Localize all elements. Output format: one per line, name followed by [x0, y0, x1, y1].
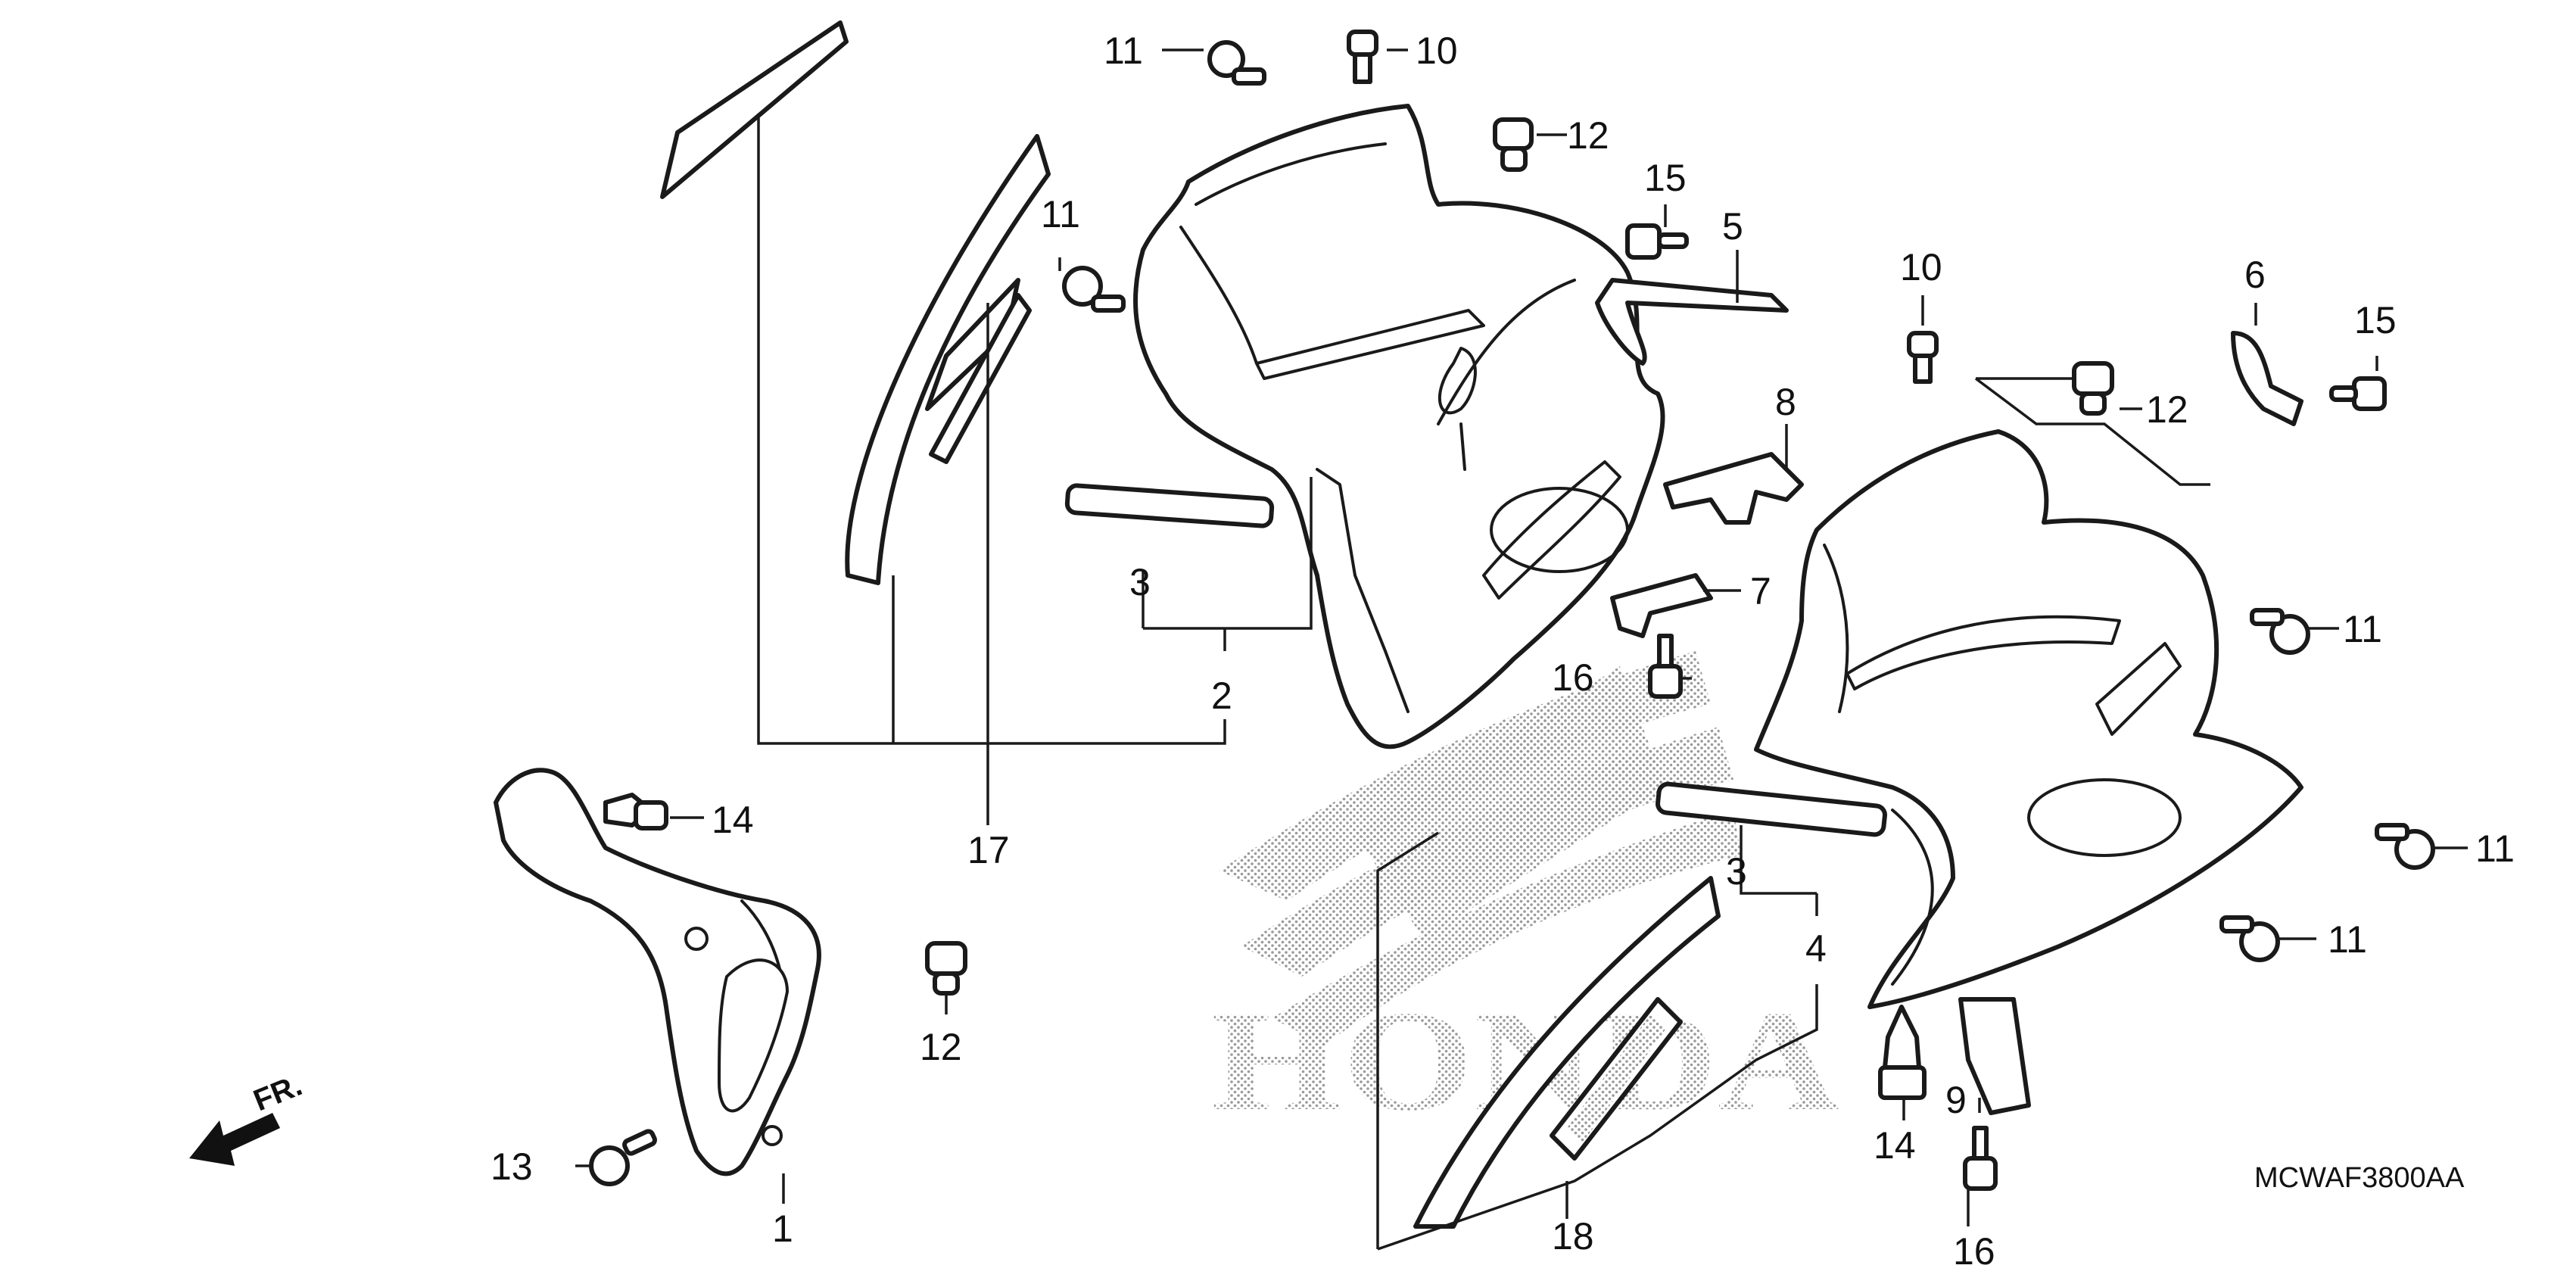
callout-10-top: 10: [1416, 30, 1458, 72]
callout-16-mid: 16: [1552, 656, 1594, 699]
clip-14-bottom: [1878, 1005, 1927, 1100]
front-arrow-icon: FR.: [189, 1068, 307, 1166]
callout-4: 4: [1805, 927, 1827, 970]
clip-16-bottom: [1963, 1126, 1998, 1191]
bracket-7: [1610, 573, 1713, 638]
clip-14-left: [603, 793, 668, 830]
callout-11-right-2: 11: [2475, 827, 2515, 870]
callout-11-right-1: 11: [2343, 608, 2382, 650]
callout-10-right: 10: [1900, 246, 1942, 288]
inner-panel-1: [494, 768, 821, 1176]
inner-cowl-2: [1133, 104, 1665, 749]
bolt-11-top: [1207, 40, 1266, 86]
bolt-11-right-3: [2219, 915, 2280, 962]
callout-15-top: 15: [1644, 157, 1687, 199]
callout-12-right: 12: [2146, 388, 2188, 431]
callout-13: 13: [491, 1145, 533, 1188]
bolt-11-right-1: [2250, 608, 2310, 655]
callout-11-mid-left: 11: [1041, 193, 1080, 235]
callout-5: 5: [1722, 205, 1743, 248]
callout-8: 8: [1775, 381, 1796, 423]
callout-14-bottom: 14: [1874, 1124, 1916, 1167]
callout-11-top: 11: [1104, 30, 1143, 72]
bracket-5: [1595, 278, 1789, 366]
callout-7: 7: [1750, 570, 1771, 612]
callout-3-upper: 3: [1129, 561, 1151, 603]
callout-16-bottom: 16: [1953, 1230, 1995, 1273]
callout-9: 9: [1945, 1079, 1967, 1121]
bracket-8: [1663, 452, 1804, 525]
callout-18: 18: [1552, 1215, 1594, 1257]
callout-6: 6: [2244, 254, 2266, 296]
callout-17: 17: [967, 829, 1010, 871]
callout-3-lower: 3: [1726, 850, 1747, 893]
diagram-code: MCWAF3800AA: [2254, 1162, 2465, 1194]
seal-strip-3-lower: [1656, 781, 1887, 837]
bracket-6: [2231, 331, 2303, 426]
callout-11-right-3: 11: [2328, 918, 2367, 961]
callout-12-left: 12: [920, 1026, 962, 1068]
middle-cowl-4: [1754, 429, 2303, 1009]
clip-12-top: [1493, 117, 1534, 172]
side-decal-18: [1413, 876, 1721, 1229]
bolt-15-right: [2329, 376, 2387, 411]
screw-10-right: [1907, 331, 1939, 384]
stripe-decal-17: [660, 20, 1051, 585]
bolt-13: [589, 1129, 657, 1186]
clip-16-mid: [1648, 634, 1683, 699]
clip-12-right: [2072, 361, 2114, 416]
callout-2: 2: [1211, 675, 1232, 717]
callout-14-left: 14: [712, 799, 754, 841]
callout-labels: 11 10 12 15 5 11 10 6 15 12 8 3 7 11 16 …: [491, 30, 2515, 1273]
front-label: FR.: [249, 1068, 307, 1117]
bolt-15-top: [1625, 223, 1689, 260]
bolt-11-right-2: [2375, 823, 2435, 870]
bracket-9: [1958, 997, 2031, 1115]
seal-strip-3-upper: [1064, 483, 1275, 528]
callout-15-right: 15: [2354, 299, 2397, 341]
leader-lines: [575, 48, 2468, 1251]
fastener-group: [589, 30, 2435, 1191]
clip-12-left: [925, 941, 967, 996]
bolt-11-mid-left: [1062, 266, 1126, 313]
callout-12-top: 12: [1567, 114, 1609, 157]
callout-1: 1: [772, 1208, 793, 1250]
screw-10-top: [1347, 30, 1378, 84]
